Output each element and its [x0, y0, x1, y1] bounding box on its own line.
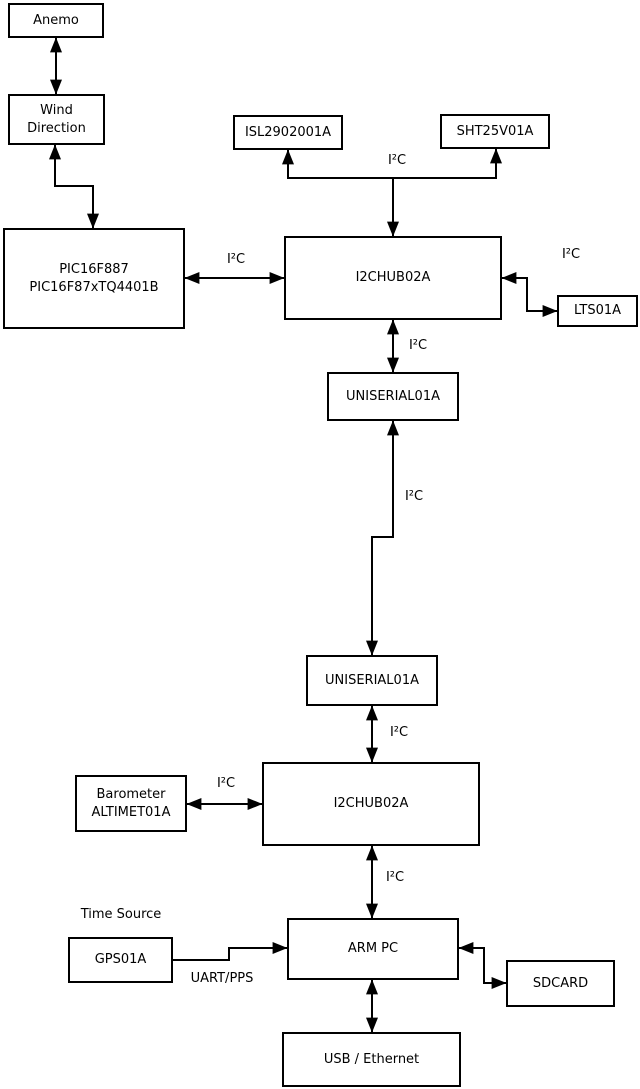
box-lts01a-label: LTS01A: [573, 303, 622, 319]
box-sdcard: SDCARD: [506, 960, 615, 1007]
connector-uniserial1-uniserial2: [366, 420, 399, 656]
box-barometer-label-line2: ALTIMET01A: [91, 804, 171, 820]
box-pic16f887-label-line1: PIC16F887: [59, 262, 129, 278]
edge-label-i2c-hub2-armpc: I²C: [385, 870, 405, 885]
box-isl2902001a-label: ISL2902001A: [244, 124, 332, 140]
box-gps01a-label: GPS01A: [94, 952, 147, 968]
edge-label-i2c-uniserial1-uniserial2: I²C: [404, 489, 424, 504]
box-uniserial01a-2: UNISERIAL01A: [306, 655, 438, 706]
connector-armpc-sdcard: [458, 942, 507, 989]
box-barometer-altimet01a: Barometer ALTIMET01A: [75, 775, 187, 832]
box-i2chub02a-2: I2CHUB02A: [262, 762, 480, 846]
edge-label-uart-pps: UART/PPS: [190, 971, 254, 986]
box-uniserial01a-2-label: UNISERIAL01A: [325, 672, 419, 688]
box-uniserial01a-1-label: UNISERIAL01A: [346, 388, 440, 404]
edge-label-i2c-pic-hub1: I²C: [226, 252, 246, 267]
box-gps01a: GPS01A: [68, 937, 173, 983]
box-uniserial01a-1: UNISERIAL01A: [327, 372, 459, 421]
box-i2chub02a-2-label: I2CHUB02A: [333, 796, 409, 812]
box-wind-direction: Wind Direction: [8, 94, 105, 145]
box-sht25v01a: SHT25V01A: [440, 114, 550, 149]
box-barometer-label-line1: Barometer: [96, 787, 166, 803]
connector-hub1-lts: [501, 272, 558, 317]
box-i2chub02a-1-label: I2CHUB02A: [355, 270, 431, 286]
box-usb-ethernet-label: USB / Ethernet: [323, 1051, 420, 1067]
box-anemo: Anemo: [8, 3, 104, 38]
edge-label-i2c-hub1-lts: I²C: [561, 247, 581, 262]
box-arm-pc: ARM PC: [287, 918, 459, 980]
edge-label-i2c-isl-sht-bus: I²C: [387, 153, 407, 168]
box-i2chub02a-1: I2CHUB02A: [284, 236, 502, 320]
box-usb-ethernet: USB / Ethernet: [282, 1032, 461, 1087]
box-sht25v01a-label: SHT25V01A: [456, 123, 534, 139]
box-isl2902001a: ISL2902001A: [233, 115, 343, 150]
edge-label-i2c-hub1-uniserial1: I²C: [408, 338, 428, 353]
box-anemo-label: Anemo: [33, 12, 79, 28]
box-sdcard-label: SDCARD: [532, 975, 589, 991]
box-pic16f887: PIC16F887 PIC16F87xTQ4401B: [3, 228, 185, 329]
edge-label-i2c-barometer-hub2: I²C: [216, 776, 236, 791]
connector-gps-armpc: [173, 942, 288, 961]
box-pic16f887-label-line2: PIC16F87xTQ4401B: [29, 279, 159, 295]
box-wind-direction-label-line1: Wind: [40, 103, 73, 119]
connector-wind-pic: [49, 144, 99, 229]
box-wind-direction-label-line2: Direction: [27, 120, 86, 136]
edge-label-i2c-uniserial2-hub2: I²C: [389, 725, 409, 740]
box-arm-pc-label: ARM PC: [347, 941, 399, 957]
box-lts01a: LTS01A: [557, 295, 638, 327]
edge-label-time-source: Time Source: [80, 907, 162, 922]
